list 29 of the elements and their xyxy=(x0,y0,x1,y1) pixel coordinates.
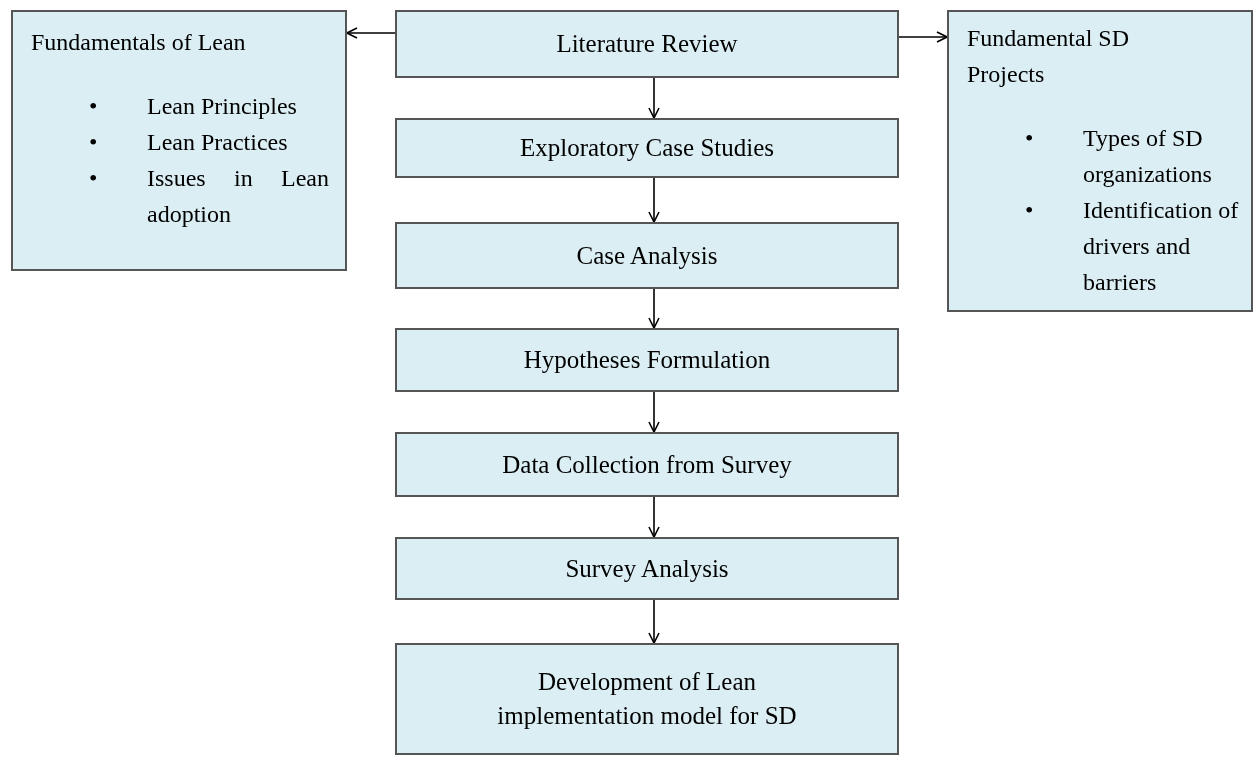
bullet-item: Issues in Lean adoption xyxy=(147,164,329,229)
bullet-mark: • xyxy=(1025,197,1034,223)
bullet-item: Identification of drivers and barriers xyxy=(1083,196,1240,297)
bullet-mark: • xyxy=(1025,125,1034,151)
process-box: Literature Review xyxy=(395,10,899,78)
arrow xyxy=(648,496,660,538)
process-box: Exploratory Case Studies xyxy=(395,118,899,178)
topic-box xyxy=(11,10,347,271)
box-heading: Fundamentals of Lean xyxy=(31,28,247,57)
arrow xyxy=(648,391,660,433)
bullet-mark: • xyxy=(89,93,98,119)
arrow xyxy=(898,31,948,43)
process-box: Survey Analysis xyxy=(395,537,899,600)
topic-box xyxy=(947,10,1253,312)
bullet-item: Types of SD organizations xyxy=(1083,124,1213,189)
arrow xyxy=(648,77,660,119)
process-box: Hypotheses Formulation xyxy=(395,328,899,392)
bullet-mark: • xyxy=(89,165,98,191)
arrow xyxy=(346,27,396,39)
process-box: Development of Lean implementation model for SD xyxy=(395,643,899,755)
bullet-item: Lean Practices xyxy=(147,128,289,157)
bullet-mark: • xyxy=(89,129,98,155)
process-box: Case Analysis xyxy=(395,222,899,289)
arrow xyxy=(648,599,660,644)
arrow xyxy=(648,288,660,329)
bullet-item: Lean Principles xyxy=(147,92,298,121)
arrow xyxy=(648,177,660,223)
process-box: Data Collection from Survey xyxy=(395,432,899,497)
box-heading: Fundamental SD Projects xyxy=(967,24,1130,89)
